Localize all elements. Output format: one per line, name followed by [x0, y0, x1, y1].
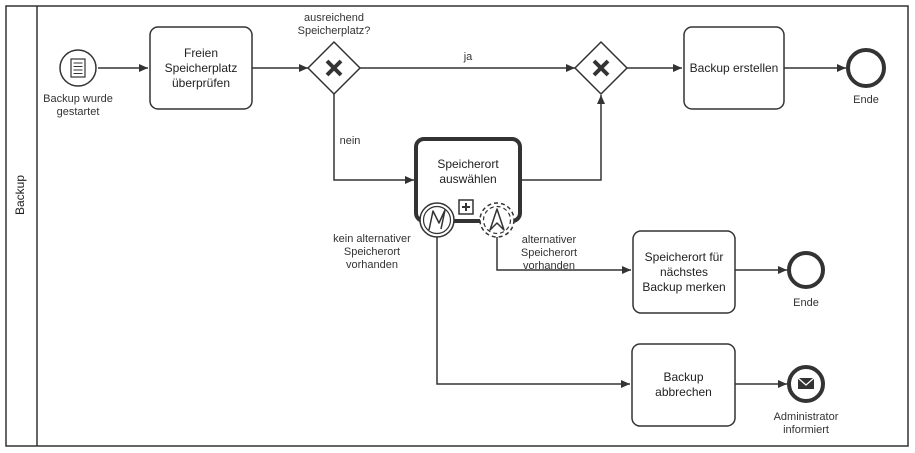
boundary-error-label: kein alternativer Speicherort vorhanden	[333, 233, 411, 271]
boundary-error-event[interactable]	[419, 202, 455, 238]
flow-no[interactable]	[333, 94, 414, 184]
escalation-arrow-icon	[489, 208, 505, 231]
task-check-space-label: Freien Speicherplatz überprüfen	[164, 45, 238, 90]
task-check-space[interactable]	[149, 26, 253, 110]
subprocess-choose-location[interactable]	[414, 137, 522, 223]
subprocess-choose-location-label: Speicherort auswählen	[437, 157, 499, 186]
start-event[interactable]	[59, 49, 97, 87]
collapsed-subprocess-marker-icon[interactable]	[458, 199, 474, 215]
start-event-label: Backup wurde gestartet	[43, 93, 113, 118]
x-marker-icon	[592, 59, 610, 77]
end-event-1-label: Ende	[853, 94, 879, 106]
task-remember-location[interactable]	[632, 230, 736, 314]
error-lightning-icon	[428, 209, 446, 231]
flow-no-label: nein	[339, 135, 361, 147]
task-create-backup-label: Backup erstellen	[689, 60, 779, 75]
document-icon	[70, 58, 86, 78]
x-marker-icon	[325, 59, 343, 77]
boundary-escalation-event[interactable]	[479, 202, 515, 238]
exclusive-gateway-merge[interactable]	[573, 40, 629, 96]
flow-error-to-abort[interactable]	[436, 237, 630, 388]
message-end-event-label: Administrator informiert	[773, 411, 839, 436]
pool-label: Backup	[13, 174, 27, 215]
task-abort-backup-label: Backup abbrechen	[655, 370, 712, 399]
end-event-2[interactable]	[787, 251, 825, 289]
message-end-event[interactable]	[787, 365, 825, 403]
end-event-1[interactable]	[846, 48, 886, 88]
task-create-backup[interactable]	[683, 26, 785, 110]
boundary-escalation-label: alternativer Speicherort vorhanden	[520, 234, 578, 272]
task-remember-location-label: Speicherort für nächstes Backup merken	[642, 249, 726, 294]
flow-escalation-to-remember[interactable]	[496, 237, 631, 274]
flow-yes-label: ja	[463, 51, 473, 63]
exclusive-gateway-space[interactable]	[306, 40, 362, 96]
flow-location-to-merge[interactable]	[520, 95, 605, 181]
end-event-2-label: Ende	[793, 297, 819, 309]
envelope-icon	[797, 377, 815, 389]
task-abort-backup[interactable]	[631, 343, 736, 427]
gateway-question-label: ausreichend Speicherplatz?	[297, 12, 371, 37]
pool-border	[5, 5, 909, 447]
